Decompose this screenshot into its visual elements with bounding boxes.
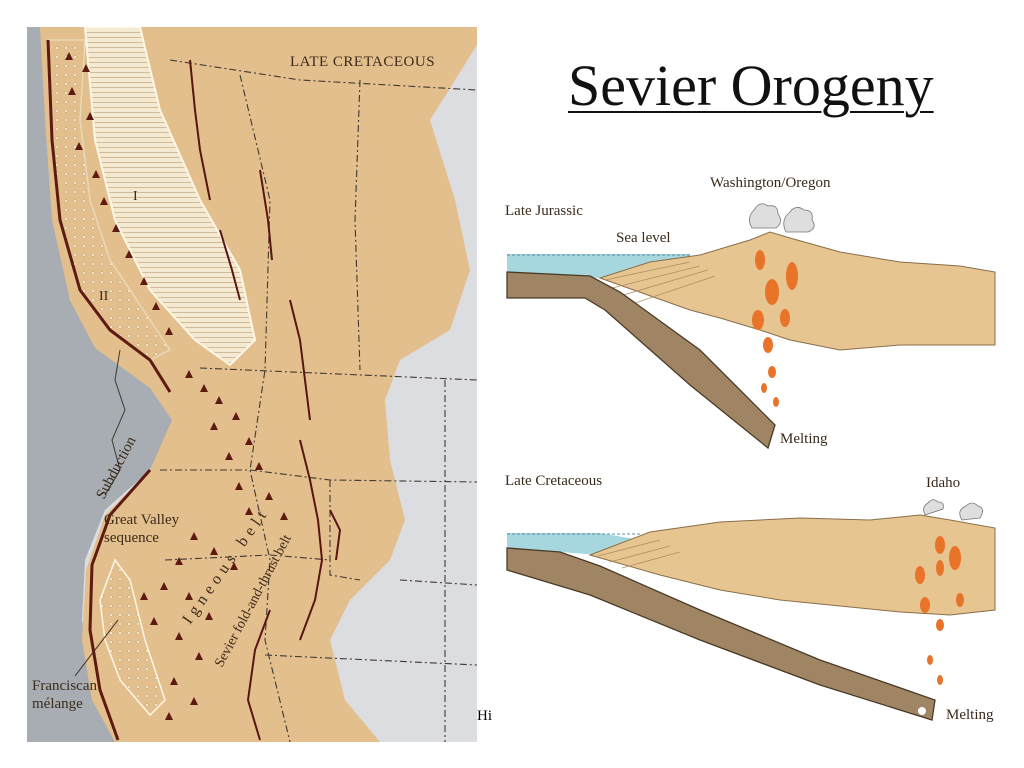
- cretaceous-slab-end: [918, 707, 926, 715]
- stray-text: Hi: [477, 708, 492, 724]
- cretaceous-subducting-slab: [506, 547, 936, 721]
- franciscan-melange-zone: [99, 558, 166, 717]
- cretaceous-crust: [588, 514, 996, 616]
- igneous-belt-triangles: [65, 52, 288, 720]
- jurassic-period-label: Late Jurassic: [505, 203, 583, 219]
- zone-i-label: I: [133, 189, 138, 204]
- jurassic-subducting-slab: [506, 271, 776, 450]
- jurassic-ocean-water: [507, 254, 690, 278]
- jurassic-melting-label: Melting: [780, 431, 828, 447]
- map-period-title: LATE CRETACEOUS: [290, 54, 435, 70]
- political-boundaries: [160, 59, 477, 742]
- section-late-jurassic: Late Jurassic Sea level Washington/Orego…: [505, 175, 996, 450]
- jurassic-volcano-plumes: [749, 203, 815, 233]
- slide-title: Sevier Orogeny: [568, 53, 934, 118]
- jurassic-accretion-wedge: [604, 261, 716, 305]
- cretaceous-melting-label: Melting: [946, 707, 994, 723]
- washington-oregon-label: Washington/Oregon: [710, 175, 831, 191]
- paleogeographic-map: LATE CRETACEOUS I II Subduction Great Va…: [27, 27, 477, 742]
- sea-level-label: Sea level: [616, 230, 671, 246]
- zone-i-striped-belt: [83, 27, 257, 367]
- great-valley-sequence-label: sequence: [104, 530, 159, 546]
- cretaceous-magma: [915, 536, 964, 685]
- modern-coastline: [104, 349, 126, 496]
- franciscan-label: Franciscan: [32, 678, 97, 694]
- jurassic-magma: [752, 250, 798, 407]
- trench-margin-south: [88, 469, 152, 741]
- zone-ii-label: II: [99, 289, 109, 304]
- great-valley-label: Great Valley: [104, 512, 180, 528]
- idaho-label: Idaho: [926, 475, 960, 491]
- cretaceous-accretion-wedge: [597, 539, 681, 569]
- trench-margin: [46, 39, 172, 393]
- jurassic-crust: [598, 231, 996, 351]
- cretaceous-period-label: Late Cretaceous: [505, 473, 602, 489]
- franciscan-leader-line: [74, 619, 119, 677]
- thrust-faults: [189, 59, 342, 741]
- ocean: [27, 27, 175, 742]
- franciscan-melange-label: mélange: [32, 696, 83, 712]
- section-late-cretaceous: Late Cretaceous Idaho Melting: [505, 473, 996, 723]
- cretaceous-volcano-plumes: [923, 499, 983, 521]
